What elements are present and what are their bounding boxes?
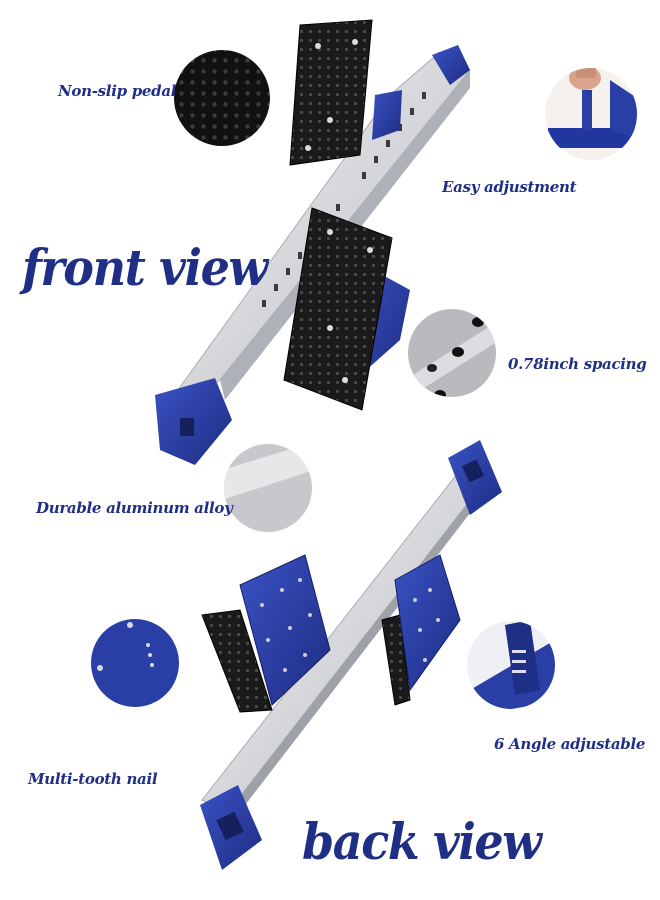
spacing-label: 0.78inch spacing — [508, 355, 647, 373]
easy-adjustment-detail — [545, 68, 637, 160]
front-view-label: front view — [22, 238, 268, 297]
non-slip-pedal-detail — [174, 50, 270, 146]
easy-adjustment-label: Easy adjustment — [442, 178, 577, 196]
durable-alloy-label: Durable aluminum alloy — [36, 499, 233, 517]
angle-adjustable-label: 6 Angle adjustable — [494, 735, 646, 753]
non-slip-pedal-label: Non-slip pedal — [58, 82, 177, 100]
multi-tooth-nail-detail — [91, 619, 179, 707]
front-view-block — [155, 19, 471, 465]
multi-tooth-nail-label: Multi-tooth nail — [28, 770, 158, 788]
back-view-label: back view — [302, 812, 542, 871]
back-view-block — [200, 440, 502, 870]
angle-adjustable-detail — [467, 621, 555, 709]
aluminum-alloy-detail — [224, 444, 312, 532]
spacing-detail — [408, 309, 496, 397]
